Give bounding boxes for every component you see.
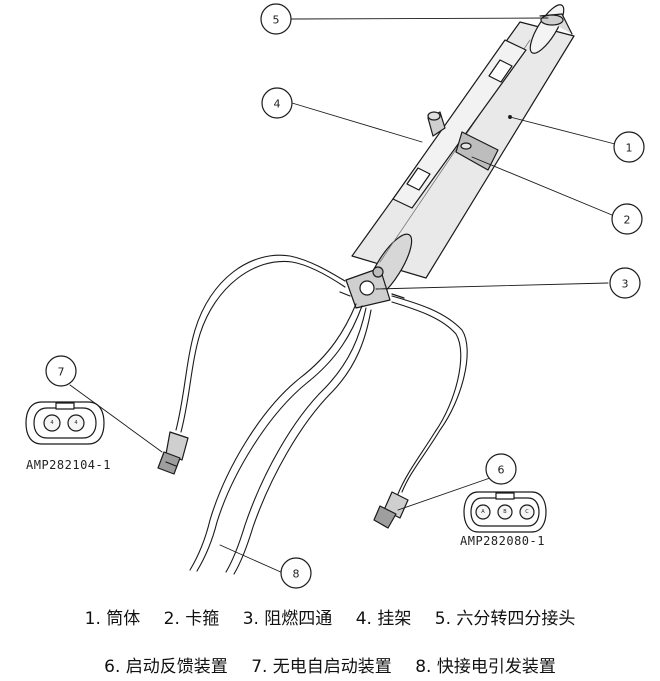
leader-lines: [69, 17, 616, 574]
svg-text:8: 8: [293, 568, 300, 581]
plug-left: [157, 431, 189, 475]
svg-text:7: 7: [58, 366, 65, 379]
legend-item-feedback: 6. 启动反馈装置: [104, 657, 228, 677]
cable-lower-bundle: [189, 303, 372, 575]
legend-item-self-start: 7. 无电自启动装置: [251, 657, 392, 677]
callout-2: 2: [611, 203, 643, 235]
callout-8: 8: [280, 557, 312, 589]
callout-5: 5: [260, 3, 292, 35]
svg-text:4: 4: [274, 98, 281, 111]
callout-4: 4: [261, 87, 293, 119]
legend-item-hanger: 4. 挂架: [355, 609, 412, 629]
svg-text:3: 3: [622, 278, 629, 291]
pin-label: C: [525, 509, 529, 515]
connector-face-left: 4 4: [25, 401, 105, 445]
connector-left-part-number: AMP282104-1: [26, 458, 111, 472]
connector-face-right: A B C: [463, 491, 547, 533]
clamp-band: [455, 131, 499, 171]
legend-item-cylinder: 1. 筒体: [84, 609, 141, 629]
callout-1: 1: [613, 131, 645, 163]
cable-right: [391, 295, 468, 495]
legend-item-clamp: 2. 卡箍: [163, 609, 220, 629]
legend-item-quick-connect: 8. 快接电引发装置: [415, 657, 556, 677]
callout-3: 3: [609, 267, 641, 299]
pin-label: A: [481, 509, 485, 515]
pin-label: B: [503, 509, 507, 515]
svg-text:6: 6: [498, 464, 505, 477]
svg-text:5: 5: [273, 14, 280, 27]
four-way-connector: [339, 266, 405, 309]
legend-row-1: 1. 筒体 2. 卡箍 3. 阻燃四通 4. 挂架 5. 六分转四分接头: [0, 604, 660, 629]
callout-6: 6: [485, 453, 517, 485]
pin-label: 4: [74, 420, 77, 426]
pin-label: 4: [50, 420, 53, 426]
callout-7: 7: [45, 355, 77, 387]
plug-right: [373, 491, 409, 529]
connector-right-part-number: AMP282080-1: [460, 534, 545, 548]
legend-item-adapter: 5. 六分转四分接头: [434, 609, 576, 629]
legend-item-four-way: 3. 阻燃四通: [242, 609, 333, 629]
legend-row-2: 6. 启动反馈装置 7. 无电自启动装置 8. 快接电引发装置: [0, 652, 660, 677]
cable-left: [175, 254, 346, 433]
svg-text:1: 1: [626, 142, 633, 155]
svg-text:2: 2: [624, 214, 631, 227]
hanger-bracket: [392, 39, 527, 209]
